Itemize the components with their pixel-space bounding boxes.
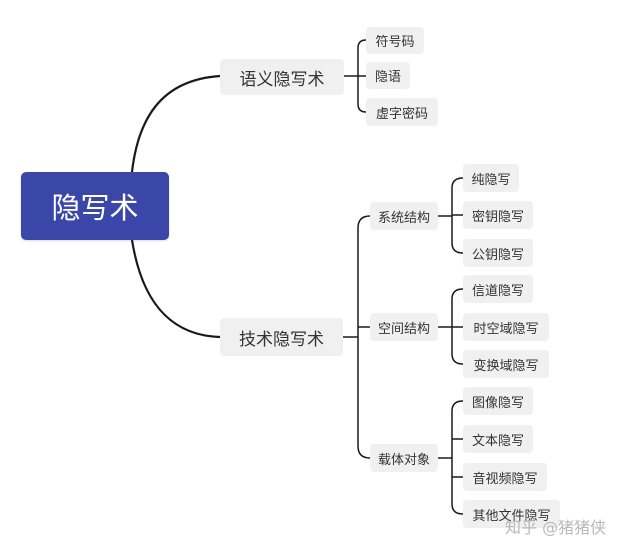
node-semantic-child-2-label: 隐语 xyxy=(374,70,401,85)
connector-carrier-children xyxy=(451,400,464,515)
node-technical-label: 技术隐写术 xyxy=(239,329,324,350)
watermark: 知乎 @猪猪侠 xyxy=(505,518,607,537)
node-semantic[interactable]: 语义隐写术 xyxy=(220,59,344,95)
node-system-child-3[interactable]: 公钥隐写 xyxy=(463,239,533,267)
node-technical[interactable]: 技术隐写术 xyxy=(220,318,343,356)
node-carrier-child-4-label: 其他文件隐写 xyxy=(472,508,551,524)
node-system-label: 系统结构 xyxy=(377,210,430,226)
node-semantic-child-3-label: 虚字密码 xyxy=(375,106,428,122)
node-carrier-child-4[interactable]: 其他文件隐写 xyxy=(463,500,560,528)
root-node[interactable]: 隐写术 xyxy=(21,172,169,240)
node-space-child-2[interactable]: 时空域隐写 xyxy=(463,313,549,341)
node-carrier-child-3-label: 音视频隐写 xyxy=(472,471,538,487)
node-carrier-child-1-label: 图像隐写 xyxy=(471,395,524,411)
connector-root-technical xyxy=(130,238,222,339)
root-node-label: 隐写术 xyxy=(51,191,139,225)
node-carrier-child-3[interactable]: 音视频隐写 xyxy=(463,463,547,491)
node-system[interactable]: 系统结构 xyxy=(370,202,438,230)
node-space[interactable]: 空间结构 xyxy=(370,313,438,341)
node-carrier-child-1[interactable]: 图像隐写 xyxy=(463,387,533,415)
node-space-child-1-label: 信道隐写 xyxy=(471,283,524,299)
node-carrier[interactable]: 载体对象 xyxy=(370,444,438,472)
node-space-child-3[interactable]: 变换域隐写 xyxy=(463,350,549,378)
node-carrier-label: 载体对象 xyxy=(377,452,430,468)
node-semantic-child-2[interactable]: 隐语 xyxy=(366,62,410,89)
node-system-child-1[interactable]: 纯隐写 xyxy=(463,164,519,192)
node-space-label: 空间结构 xyxy=(377,321,430,337)
connector-root-semantic xyxy=(130,74,222,174)
node-system-child-2-label: 密钥隐写 xyxy=(471,209,524,225)
node-semantic-child-3[interactable]: 虚字密码 xyxy=(366,98,438,126)
node-semantic-child-1-label: 符号码 xyxy=(375,35,415,50)
node-system-child-3-label: 公钥隐写 xyxy=(471,247,524,263)
node-space-child-1[interactable]: 信道隐写 xyxy=(463,275,533,303)
node-carrier-child-2-label: 文本隐写 xyxy=(471,433,524,449)
node-space-child-2-label: 时空域隐写 xyxy=(473,321,539,337)
connector-technical-children xyxy=(357,215,371,459)
node-space-child-3-label: 变换域隐写 xyxy=(473,358,539,374)
node-system-child-2[interactable]: 密钥隐写 xyxy=(463,201,533,229)
node-system-child-1-label: 纯隐写 xyxy=(471,172,511,188)
node-semantic-child-1[interactable]: 符号码 xyxy=(366,27,424,54)
node-carrier-child-2[interactable]: 文本隐写 xyxy=(463,425,533,453)
node-semantic-label: 语义隐写术 xyxy=(239,69,325,90)
